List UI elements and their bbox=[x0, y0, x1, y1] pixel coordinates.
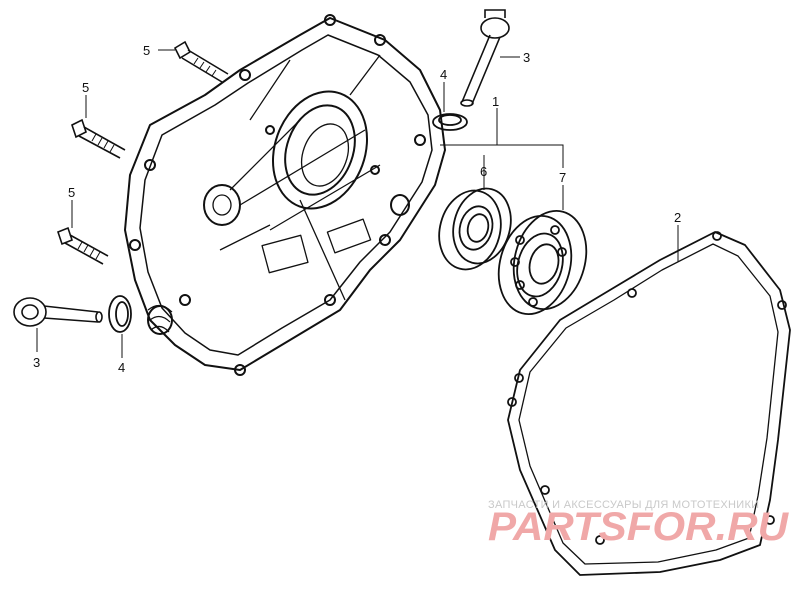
callout-1: 1 bbox=[492, 94, 499, 109]
o-ring-upper bbox=[432, 113, 468, 131]
watermark-tagline: ЗАПЧАСТИ И АКСЕССУАРЫ ДЛЯ МОТОТЕХНИКИ bbox=[488, 499, 759, 511]
callout-4-lower: 4 bbox=[118, 360, 125, 375]
oil-filler-cap-upper bbox=[460, 9, 510, 107]
flange-bolt-lower bbox=[57, 226, 109, 265]
callout-4-upper: 4 bbox=[440, 67, 447, 82]
callout-7: 7 bbox=[559, 170, 566, 185]
ball-bearing bbox=[497, 209, 588, 316]
flange-bolt-middle bbox=[71, 118, 126, 159]
o-ring-lower bbox=[108, 295, 132, 333]
watermark: ЗАПЧАСТИ И АКСЕССУАРЫ ДЛЯ МОТОТЕХНИКИ PA… bbox=[488, 499, 789, 549]
crankcase-cover bbox=[124, 14, 446, 376]
oil-seal bbox=[438, 187, 512, 271]
callout-3-upper: 3 bbox=[523, 50, 530, 65]
callout-6: 6 bbox=[480, 164, 487, 179]
callout-5-middle: 5 bbox=[82, 80, 89, 95]
oil-filler-cap-lower bbox=[13, 297, 103, 327]
callout-5-upper: 5 bbox=[143, 43, 150, 58]
crankcase-gasket bbox=[507, 231, 791, 576]
callout-2: 2 bbox=[674, 210, 681, 225]
callout-labels: 1 2 3 3 4 4 5 5 5 6 7 bbox=[33, 43, 681, 375]
callout-3-lower: 3 bbox=[33, 355, 40, 370]
flange-bolt-upper bbox=[173, 40, 229, 83]
callout-5-lower: 5 bbox=[68, 185, 75, 200]
watermark-logo: PARTSFOR.RU bbox=[488, 505, 789, 549]
leader-lines bbox=[36, 49, 679, 358]
